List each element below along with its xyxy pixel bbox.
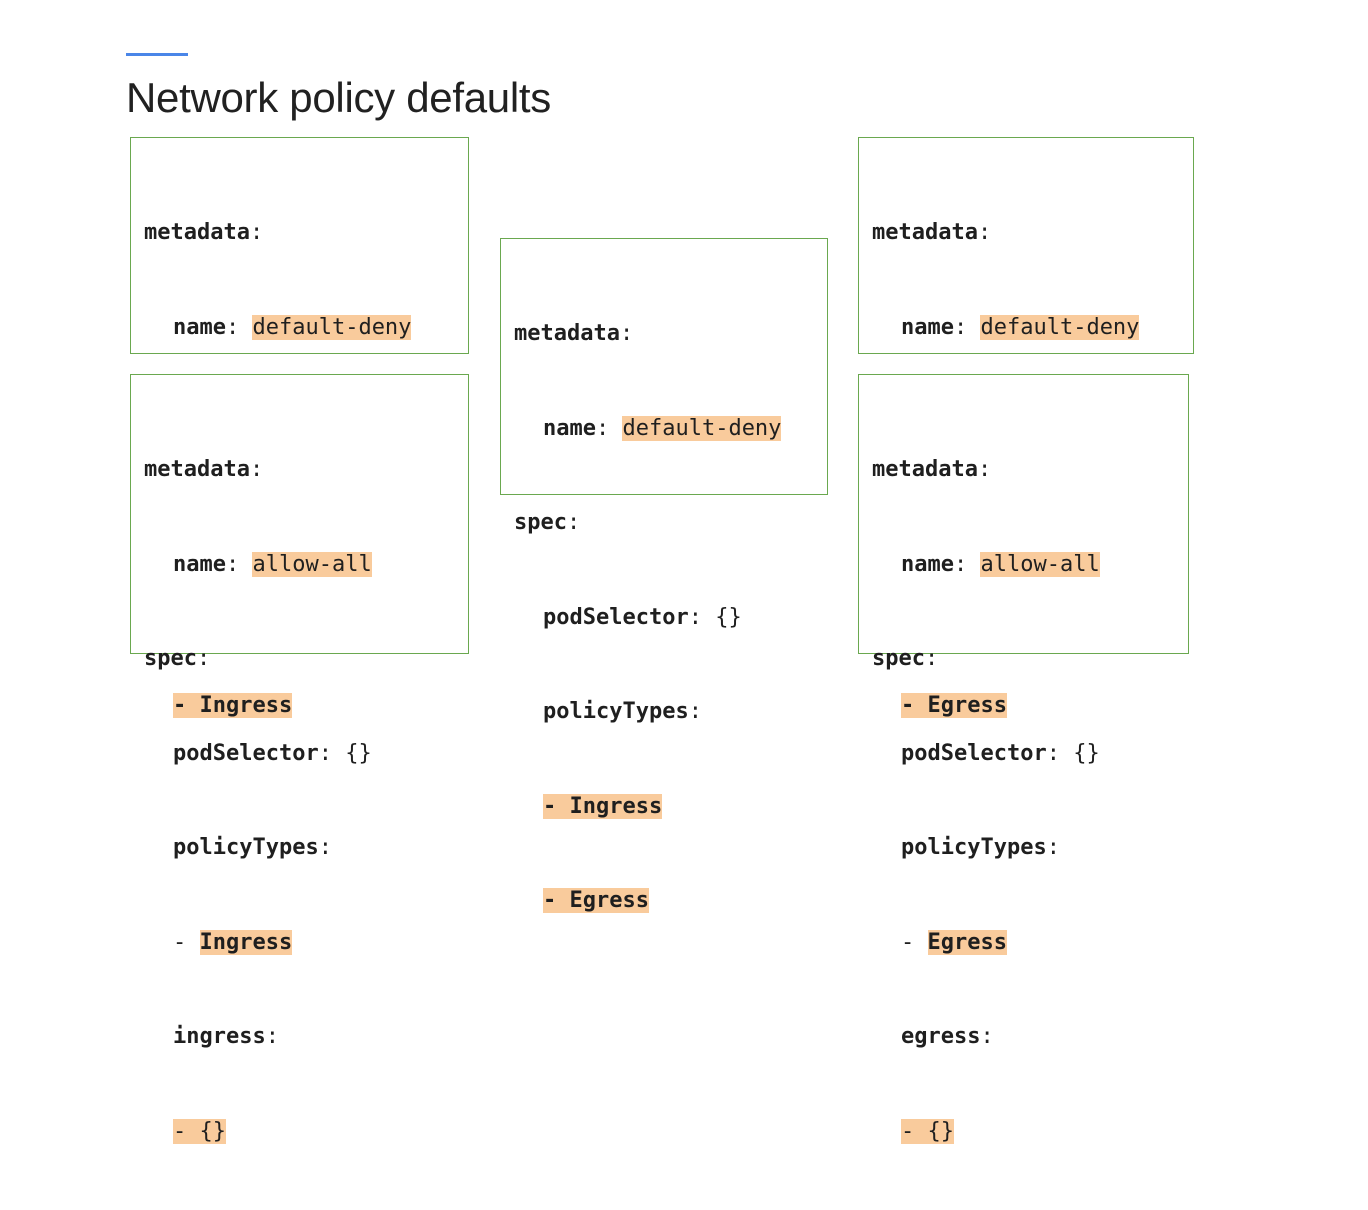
ingress-rules-value: - {} bbox=[173, 1118, 226, 1144]
policy-box-default-deny-all: metadata: name: default-deny spec: podSe… bbox=[500, 238, 828, 913]
policy-code: metadata: name: allow-all spec: podSelec… bbox=[872, 457, 1100, 1144]
spec-key: spec bbox=[144, 646, 197, 671]
slide-title: Network policy defaults bbox=[126, 74, 551, 121]
policy-type-dash: - bbox=[173, 929, 200, 955]
policy-box-allow-all-ingress: metadata: name: allow-all spec: podSelec… bbox=[130, 374, 469, 1144]
pod-selector-value: {} bbox=[345, 740, 372, 766]
pod-selector-key: podSelector bbox=[173, 740, 319, 766]
policy-name-value: default-deny bbox=[622, 415, 782, 441]
policy-code: metadata: name: default-deny spec: podSe… bbox=[514, 321, 782, 913]
policy-name-value: default-deny bbox=[252, 314, 412, 340]
metadata-key: metadata bbox=[144, 220, 250, 245]
metadata-key: metadata bbox=[872, 457, 978, 482]
policy-box-default-deny-ingress: metadata: name: default-deny spec: podSe… bbox=[130, 137, 469, 718]
metadata-key: metadata bbox=[144, 457, 250, 482]
pod-selector-key: podSelector bbox=[543, 604, 689, 630]
egress-rules-key: egress bbox=[901, 1024, 981, 1049]
name-key: name bbox=[543, 415, 596, 441]
name-key: name bbox=[173, 551, 226, 577]
name-key: name bbox=[901, 551, 954, 577]
pod-selector-value: {} bbox=[1073, 740, 1100, 766]
policy-box-default-deny-egress: metadata: name: default-deny spec: podSe… bbox=[858, 137, 1194, 718]
policy-type-item: - Ingress bbox=[543, 793, 663, 819]
policy-type-item: Ingress bbox=[199, 929, 293, 955]
pod-selector-value: {} bbox=[715, 604, 742, 630]
policy-name-value: default-deny bbox=[980, 314, 1140, 340]
pod-selector-key: podSelector bbox=[901, 740, 1047, 766]
policy-box-allow-all-egress: metadata: name: allow-all spec: podSelec… bbox=[858, 374, 1189, 1144]
spec-key: spec bbox=[872, 646, 925, 671]
name-key: name bbox=[173, 314, 226, 340]
policy-types-key: policyTypes bbox=[543, 699, 689, 724]
policy-types-key: policyTypes bbox=[173, 835, 319, 860]
metadata-key: metadata bbox=[872, 220, 978, 245]
spec-key: spec bbox=[514, 510, 567, 535]
policy-type-item: - Egress bbox=[543, 888, 649, 913]
name-key: name bbox=[901, 314, 954, 340]
policy-name-value: allow-all bbox=[980, 551, 1100, 577]
policy-type-item: Egress bbox=[927, 929, 1007, 955]
policy-name-value: allow-all bbox=[252, 551, 372, 577]
egress-rules-value: - {} bbox=[901, 1118, 954, 1144]
policy-types-key: policyTypes bbox=[901, 835, 1047, 860]
ingress-rules-key: ingress bbox=[173, 1024, 266, 1049]
policy-type-dash: - bbox=[901, 929, 928, 955]
title-accent-bar bbox=[126, 53, 188, 56]
policy-code: metadata: name: allow-all spec: podSelec… bbox=[144, 457, 372, 1144]
metadata-key: metadata bbox=[514, 321, 620, 346]
